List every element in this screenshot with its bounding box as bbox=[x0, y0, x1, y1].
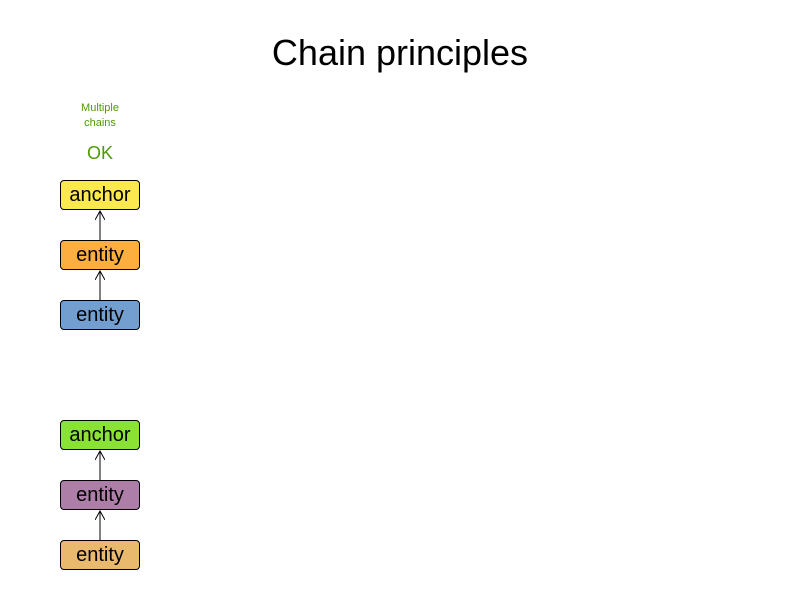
chain-2-anchor-node: anchor bbox=[60, 420, 140, 450]
chain-2-entity-node-1: entity bbox=[60, 480, 140, 510]
diagram-title: Chain principles bbox=[271, 32, 529, 73]
chain-1-anchor-node: anchor bbox=[60, 180, 140, 210]
chain-1-entity-node-2: entity bbox=[60, 300, 140, 330]
chain-2-entity-node-2: entity bbox=[60, 540, 140, 570]
chain-1-entity-node-1: entity bbox=[60, 240, 140, 270]
column-caption-line2: chains bbox=[84, 117, 116, 129]
column-caption-line1: Multiple bbox=[81, 102, 119, 114]
column-caption: Multiple chains bbox=[50, 101, 150, 131]
column-status: OK bbox=[86, 143, 113, 163]
